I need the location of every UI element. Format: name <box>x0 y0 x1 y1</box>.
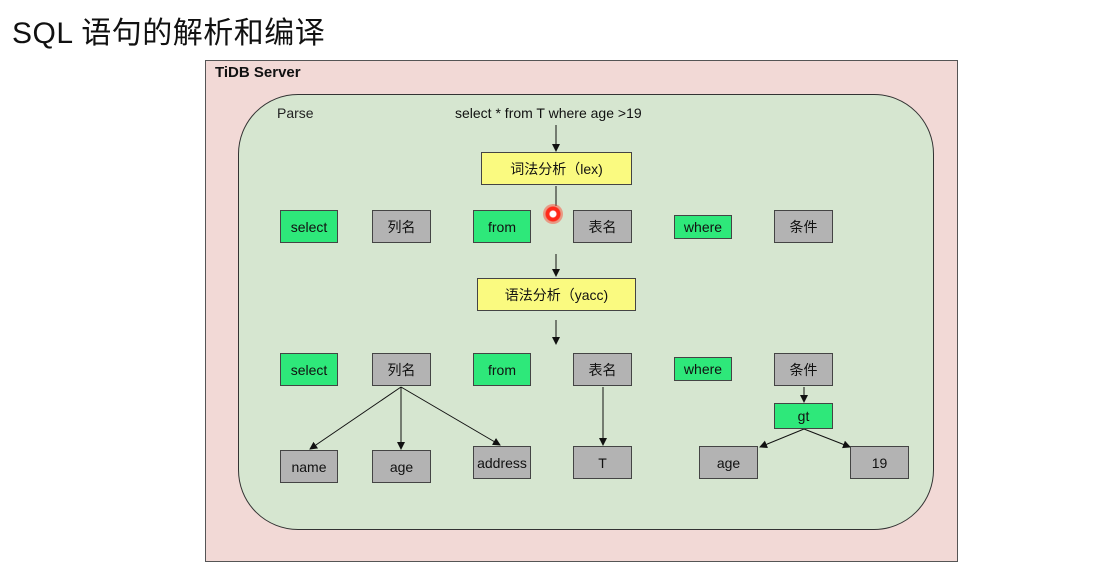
page-title: SQL 语句的解析和编译 <box>12 17 326 50</box>
arrow-col-to-name <box>309 386 402 450</box>
arrow-gt-to-19 <box>803 428 851 449</box>
sql-statement: select * from T where age >19 <box>455 105 642 121</box>
lex-stage-box: 词法分析（lex) <box>481 152 632 185</box>
condition-19-node: 19 <box>850 446 909 479</box>
column-address-node: address <box>473 446 531 479</box>
arrow-col-to-address <box>400 386 501 446</box>
tree-select: select <box>280 353 338 386</box>
yacc-stage-box: 语法分析（yacc) <box>477 278 636 311</box>
column-age-node: age <box>372 450 431 483</box>
token-select: select <box>280 210 338 243</box>
token-from: from <box>473 210 531 243</box>
tidb-server-label: TiDB Server <box>215 64 301 81</box>
tree-table-name: 表名 <box>573 353 632 386</box>
token-where: where <box>674 215 732 239</box>
parse-label: Parse <box>277 105 314 121</box>
pointer-cursor-icon <box>543 204 563 224</box>
column-name-node: name <box>280 450 338 483</box>
table-t-node: T <box>573 446 632 479</box>
tree-where: where <box>674 357 732 381</box>
tree-column-name: 列名 <box>372 353 431 386</box>
token-table-name: 表名 <box>573 210 632 243</box>
token-column-name: 列名 <box>372 210 431 243</box>
token-condition: 条件 <box>774 210 833 243</box>
condition-age-node: age <box>699 446 758 479</box>
arrow-gt-to-age <box>759 428 805 449</box>
gt-node: gt <box>774 403 833 429</box>
tree-condition: 条件 <box>774 353 833 386</box>
tree-from: from <box>473 353 531 386</box>
